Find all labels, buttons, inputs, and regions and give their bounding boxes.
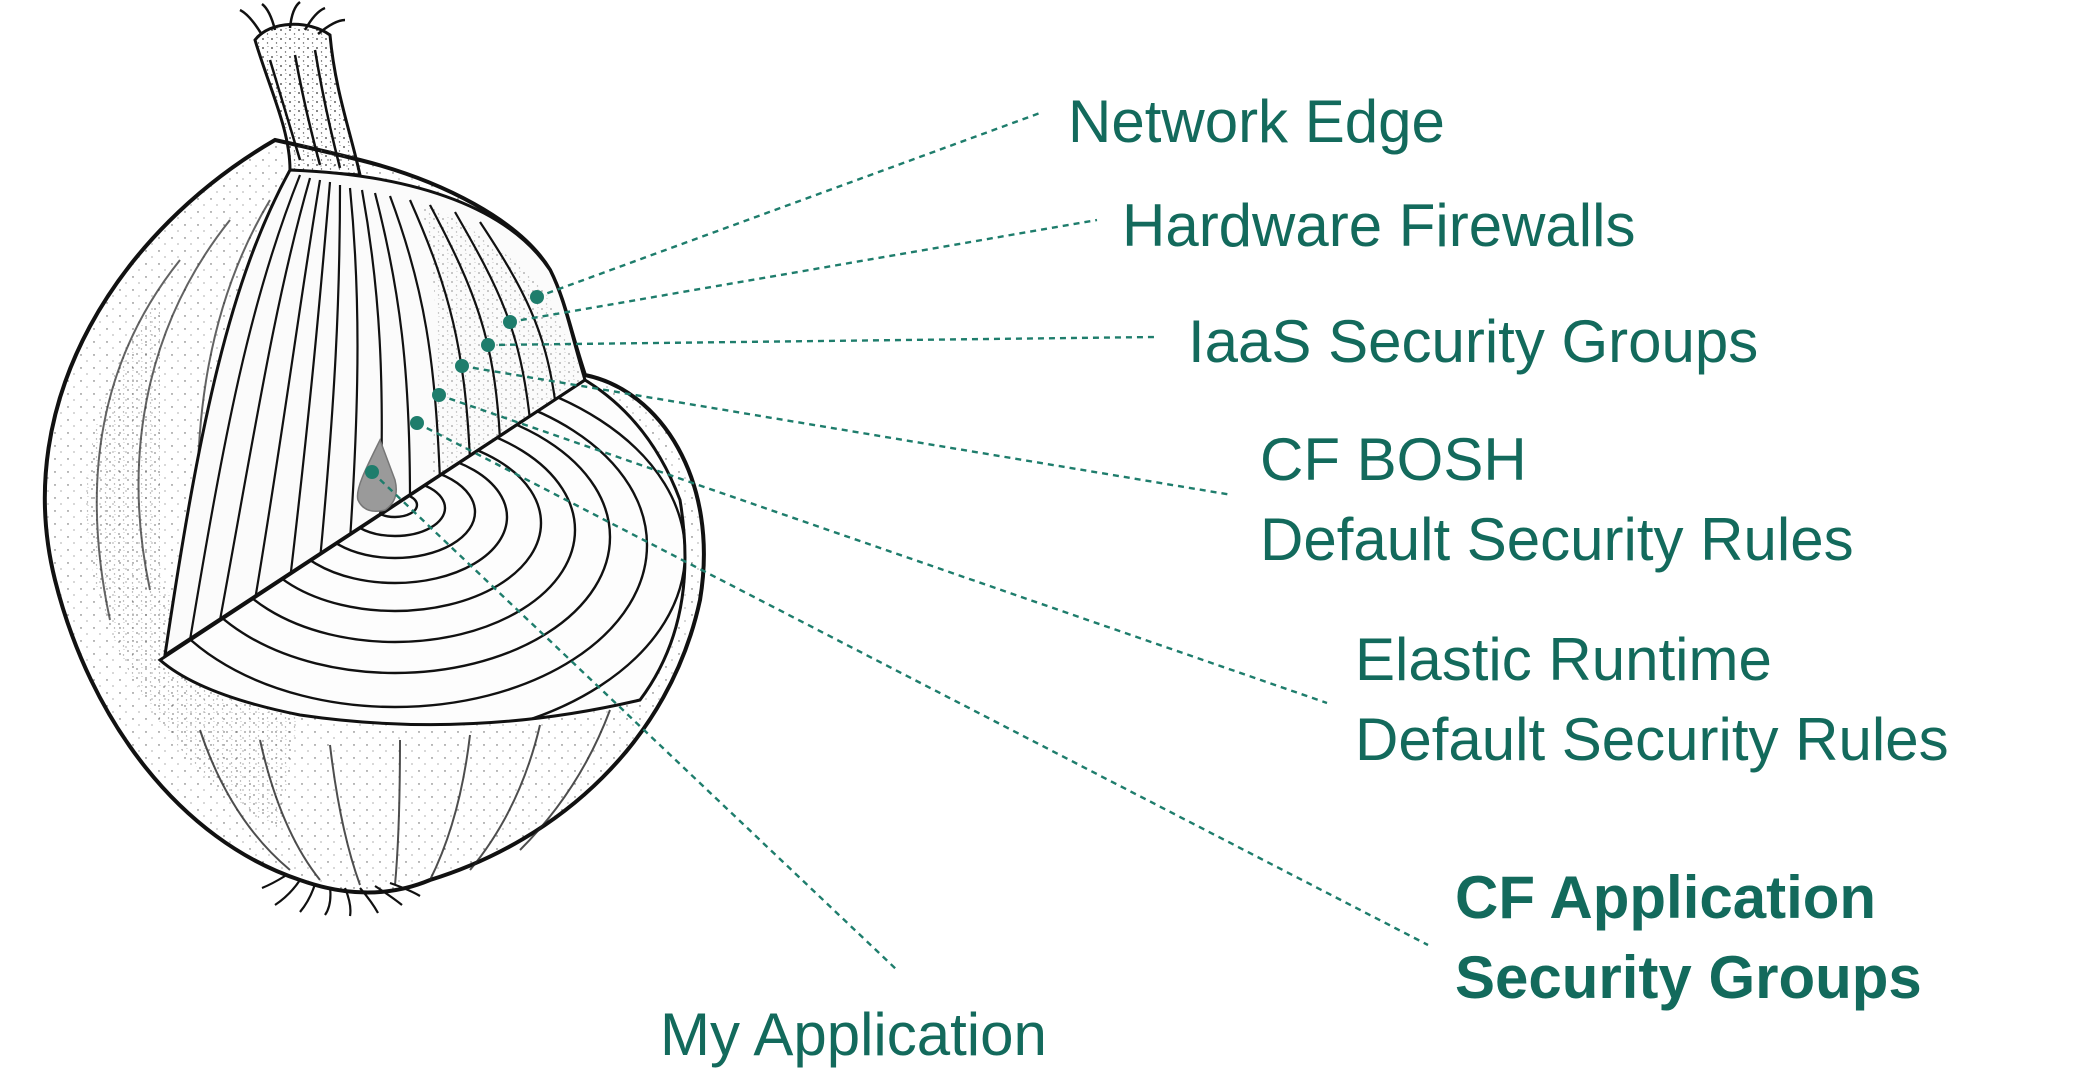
label-hardware-firewalls: Hardware Firewalls bbox=[1122, 186, 1635, 266]
onion-neck bbox=[253, 22, 362, 177]
marker-elastic-runtime bbox=[432, 388, 446, 402]
marker-iaas-security-groups bbox=[481, 338, 495, 352]
leader-lines bbox=[365, 111, 1429, 971]
label-cf-bosh: CF BOSH Default Security Rules bbox=[1260, 420, 1854, 580]
label-cf-bosh-line-2: Default Security Rules bbox=[1260, 506, 1854, 573]
marker-hardware-firewalls bbox=[503, 315, 517, 329]
label-elastic-runtime: Elastic Runtime Default Security Rules bbox=[1355, 620, 1949, 780]
label-my-application-line-1: My Application bbox=[660, 1001, 1047, 1068]
marker-cf-asg bbox=[410, 416, 424, 430]
label-cf-asg-line-2: Security Groups bbox=[1455, 944, 1922, 1011]
onion-tassel bbox=[239, 1, 346, 169]
onion-roots bbox=[261, 875, 421, 917]
label-cf-bosh-line-1: CF BOSH bbox=[1260, 426, 1527, 493]
leader-elastic-runtime bbox=[438, 393, 1328, 705]
onion-illustration bbox=[42, 1, 706, 917]
leader-cf-asg bbox=[416, 421, 1429, 947]
label-iaas-security-groups-line-1: IaaS Security Groups bbox=[1188, 308, 1759, 375]
onion-lower-ridges bbox=[199, 709, 611, 886]
marker-cf-bosh bbox=[455, 359, 469, 373]
label-elastic-runtime-line-2: Default Security Rules bbox=[1355, 706, 1949, 773]
leader-network-edge bbox=[536, 111, 1041, 299]
label-cf-asg-line-1: CF Application bbox=[1455, 864, 1877, 931]
marker-network-edge bbox=[530, 290, 544, 304]
leader-cf-bosh bbox=[461, 364, 1233, 497]
leader-hardware-firewalls bbox=[509, 218, 1098, 324]
label-network-edge: Network Edge bbox=[1068, 82, 1445, 162]
label-network-edge-line-1: Network Edge bbox=[1068, 88, 1445, 155]
label-cf-application-security-groups: CF Application Security Groups bbox=[1455, 858, 1922, 1018]
label-iaas-security-groups: IaaS Security Groups bbox=[1188, 302, 1758, 382]
onion-cut-face bbox=[157, 378, 687, 727]
marker-my-application bbox=[365, 465, 379, 479]
leader-iaas-security-groups bbox=[487, 335, 1156, 347]
label-hardware-firewalls-line-1: Hardware Firewalls bbox=[1122, 192, 1636, 259]
label-my-application: My Application bbox=[660, 995, 1047, 1075]
label-elastic-runtime-line-1: Elastic Runtime bbox=[1355, 626, 1772, 693]
